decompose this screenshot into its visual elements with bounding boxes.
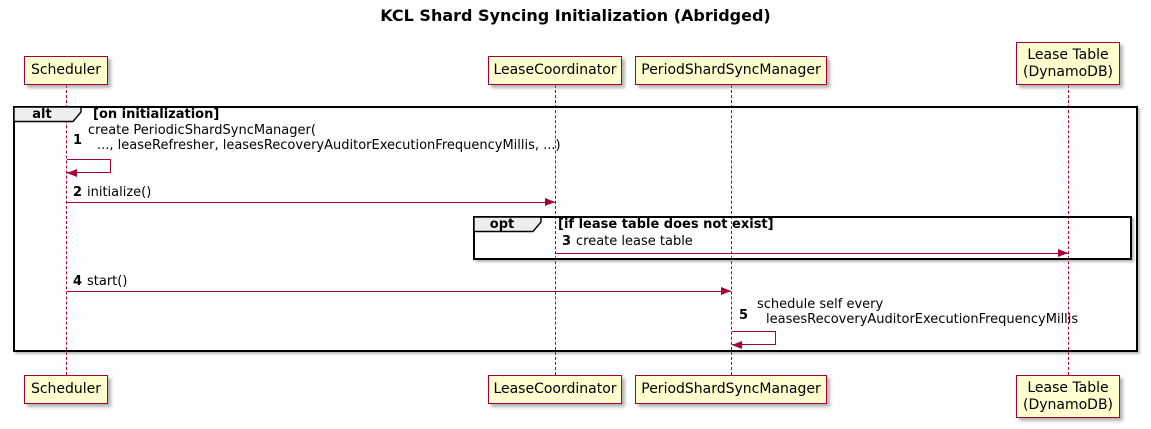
- message-5-arrowhead-icon: [732, 341, 742, 349]
- participant-label: Scheduler: [30, 62, 102, 78]
- lifeline-leasetable: [1068, 85, 1069, 375]
- diagram-title: KCL Shard Syncing Initialization (Abridg…: [380, 6, 771, 25]
- message-2-number: 2: [73, 185, 83, 200]
- lifeline-leasecoordinator: [555, 85, 556, 375]
- message-1-arrowhead-icon: [67, 169, 77, 177]
- participant-leasecoordinator-top: LeaseCoordinator: [488, 56, 622, 85]
- participant-label: LeaseCoordinator: [493, 62, 617, 78]
- participant-label: PeriodShardSyncManager: [641, 62, 821, 78]
- participant-periodshardsyncmanager-bottom: PeriodShardSyncManager: [635, 375, 827, 404]
- message-4-arrow: [67, 291, 731, 292]
- message-4-number: 4: [73, 274, 83, 289]
- message-3-arrow: [556, 253, 1068, 254]
- lifeline-scheduler: [66, 85, 67, 375]
- message-1-number: 1: [73, 133, 83, 148]
- participant-scheduler-bottom: Scheduler: [24, 375, 108, 404]
- message-2-arrow: [67, 202, 555, 203]
- opt-frame-keyword: opt: [489, 217, 515, 232]
- message-5-text: schedule self every leasesRecoveryAudito…: [757, 297, 1079, 327]
- message-3-arrowhead-icon: [1058, 249, 1068, 257]
- participant-periodshardsyncmanager-top: PeriodShardSyncManager: [635, 56, 827, 85]
- opt-frame-label-shape: [473, 216, 542, 233]
- lifeline-periodshardsyncmanager: [731, 85, 732, 375]
- opt-frame-guard: [if lease table does not exist]: [558, 217, 774, 232]
- message-4-arrowhead-icon: [721, 287, 731, 295]
- message-2-arrowhead-icon: [545, 198, 555, 206]
- participant-scheduler-top: Scheduler: [24, 56, 108, 85]
- message-1-text: create PeriodicShardSyncManager( ..., le…: [88, 123, 561, 153]
- message-5-self-arrow: [732, 331, 776, 345]
- participant-label: Lease Table: [1027, 379, 1109, 396]
- participant-label: (DynamoDB): [1022, 63, 1114, 80]
- alt-frame-label-shape: [13, 106, 82, 123]
- participant-label: (DynamoDB): [1022, 396, 1114, 413]
- message-4-text: start(): [87, 274, 128, 289]
- participant-label: PeriodShardSyncManager: [641, 381, 821, 397]
- participant-leasetable-bottom: Lease Table (DynamoDB): [1016, 375, 1120, 418]
- opt-frame: [473, 216, 1132, 260]
- participant-label: LeaseCoordinator: [493, 381, 617, 397]
- participant-leasetable-top: Lease Table (DynamoDB): [1016, 42, 1120, 85]
- message-3-text: create lease table: [576, 234, 693, 249]
- message-2-text: initialize(): [87, 185, 152, 200]
- message-1-self-arrow: [67, 159, 111, 173]
- participant-label: Lease Table: [1027, 46, 1109, 63]
- participant-label: Scheduler: [30, 381, 102, 397]
- message-5-number: 5: [739, 308, 749, 323]
- alt-frame-guard: [on initialization]: [93, 107, 220, 122]
- alt-frame: [13, 106, 1138, 352]
- alt-frame-keyword: alt: [32, 107, 52, 122]
- message-3-number: 3: [562, 234, 572, 249]
- participant-leasecoordinator-bottom: LeaseCoordinator: [488, 375, 622, 404]
